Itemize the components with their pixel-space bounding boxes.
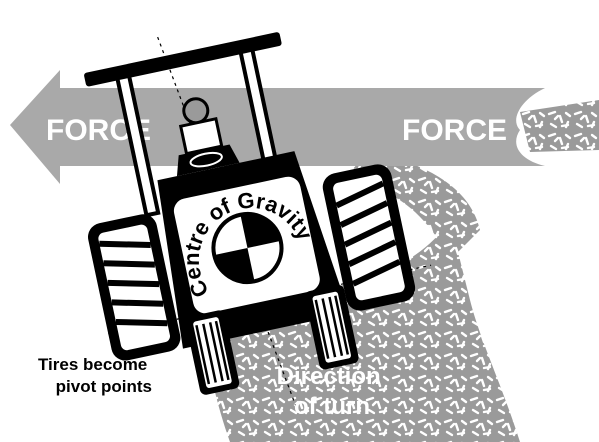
force-label-right: FORCE — [402, 114, 507, 147]
pivot-points-label: Tires become pivot points — [38, 355, 152, 396]
